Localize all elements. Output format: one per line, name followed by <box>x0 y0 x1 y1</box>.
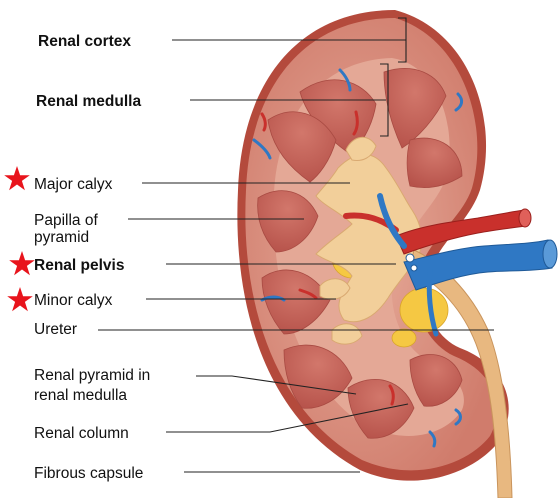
arcuate-artery <box>352 110 359 136</box>
label-ureter: Ureter <box>34 321 77 338</box>
pyramid <box>406 137 463 188</box>
minor-calyx-shape <box>319 278 351 300</box>
label-renal-medulla: Renal medulla <box>36 93 141 110</box>
pyramid <box>409 354 463 407</box>
minor-calyx-shape <box>345 136 377 161</box>
fat-deposit <box>391 328 417 348</box>
renal-pyramids <box>257 68 463 439</box>
renal-pelvis-shape <box>315 154 423 323</box>
bracket-cortex <box>392 17 407 63</box>
pyramid <box>257 190 319 253</box>
arcuate-vein <box>454 92 464 112</box>
label-renal-pyramid-line2: renal medulla <box>34 387 127 404</box>
pyramid <box>267 111 337 183</box>
renal-artery-end <box>518 208 532 228</box>
label-renal-pelvis: Renal pelvis <box>34 257 124 274</box>
arcuate-vein <box>338 68 352 92</box>
labels: Renal cortex Renal medulla Major calyx P… <box>34 33 150 482</box>
arcuate-vein <box>252 138 272 160</box>
label-fibrous-capsule: Fibrous capsule <box>34 465 143 482</box>
leader-renal-column <box>166 403 409 433</box>
star-icon <box>7 287 33 312</box>
star-icon <box>9 251 35 276</box>
arcuate-vein <box>428 430 437 448</box>
vessel-lumen <box>405 253 415 263</box>
minor-calyx-shape <box>331 323 363 345</box>
vessel-lumen <box>410 264 418 272</box>
label-major-calyx: Major calyx <box>34 176 113 193</box>
leader-lines <box>98 17 494 473</box>
star-icon <box>4 166 30 191</box>
renal-vein-end <box>542 239 558 269</box>
pyramid <box>347 379 415 439</box>
pyramid <box>261 269 331 335</box>
label-papilla-line2: pyramid <box>34 229 89 246</box>
pyramid <box>383 68 447 149</box>
fat-deposit <box>399 287 449 333</box>
arcuate-vein <box>454 408 462 426</box>
highlight-markers <box>4 166 35 312</box>
label-renal-column: Renal column <box>34 425 129 442</box>
ureter-shape <box>409 249 513 498</box>
leader-renal-pyramid <box>196 375 357 395</box>
arcuate-artery <box>298 288 318 300</box>
bracket-medulla <box>380 63 389 137</box>
vein-branch <box>426 267 439 337</box>
arcuate-artery <box>260 112 267 132</box>
label-renal-cortex: Renal cortex <box>38 33 131 50</box>
renal-vessels <box>343 193 558 337</box>
label-papilla-line1: Papilla of <box>34 212 98 229</box>
collecting-system <box>315 136 513 498</box>
vein-branch <box>377 193 407 249</box>
label-renal-pyramid-line1: Renal pyramid in <box>34 367 150 384</box>
arcuate-artery <box>388 384 395 406</box>
label-minor-calyx: Minor calyx <box>34 292 113 309</box>
